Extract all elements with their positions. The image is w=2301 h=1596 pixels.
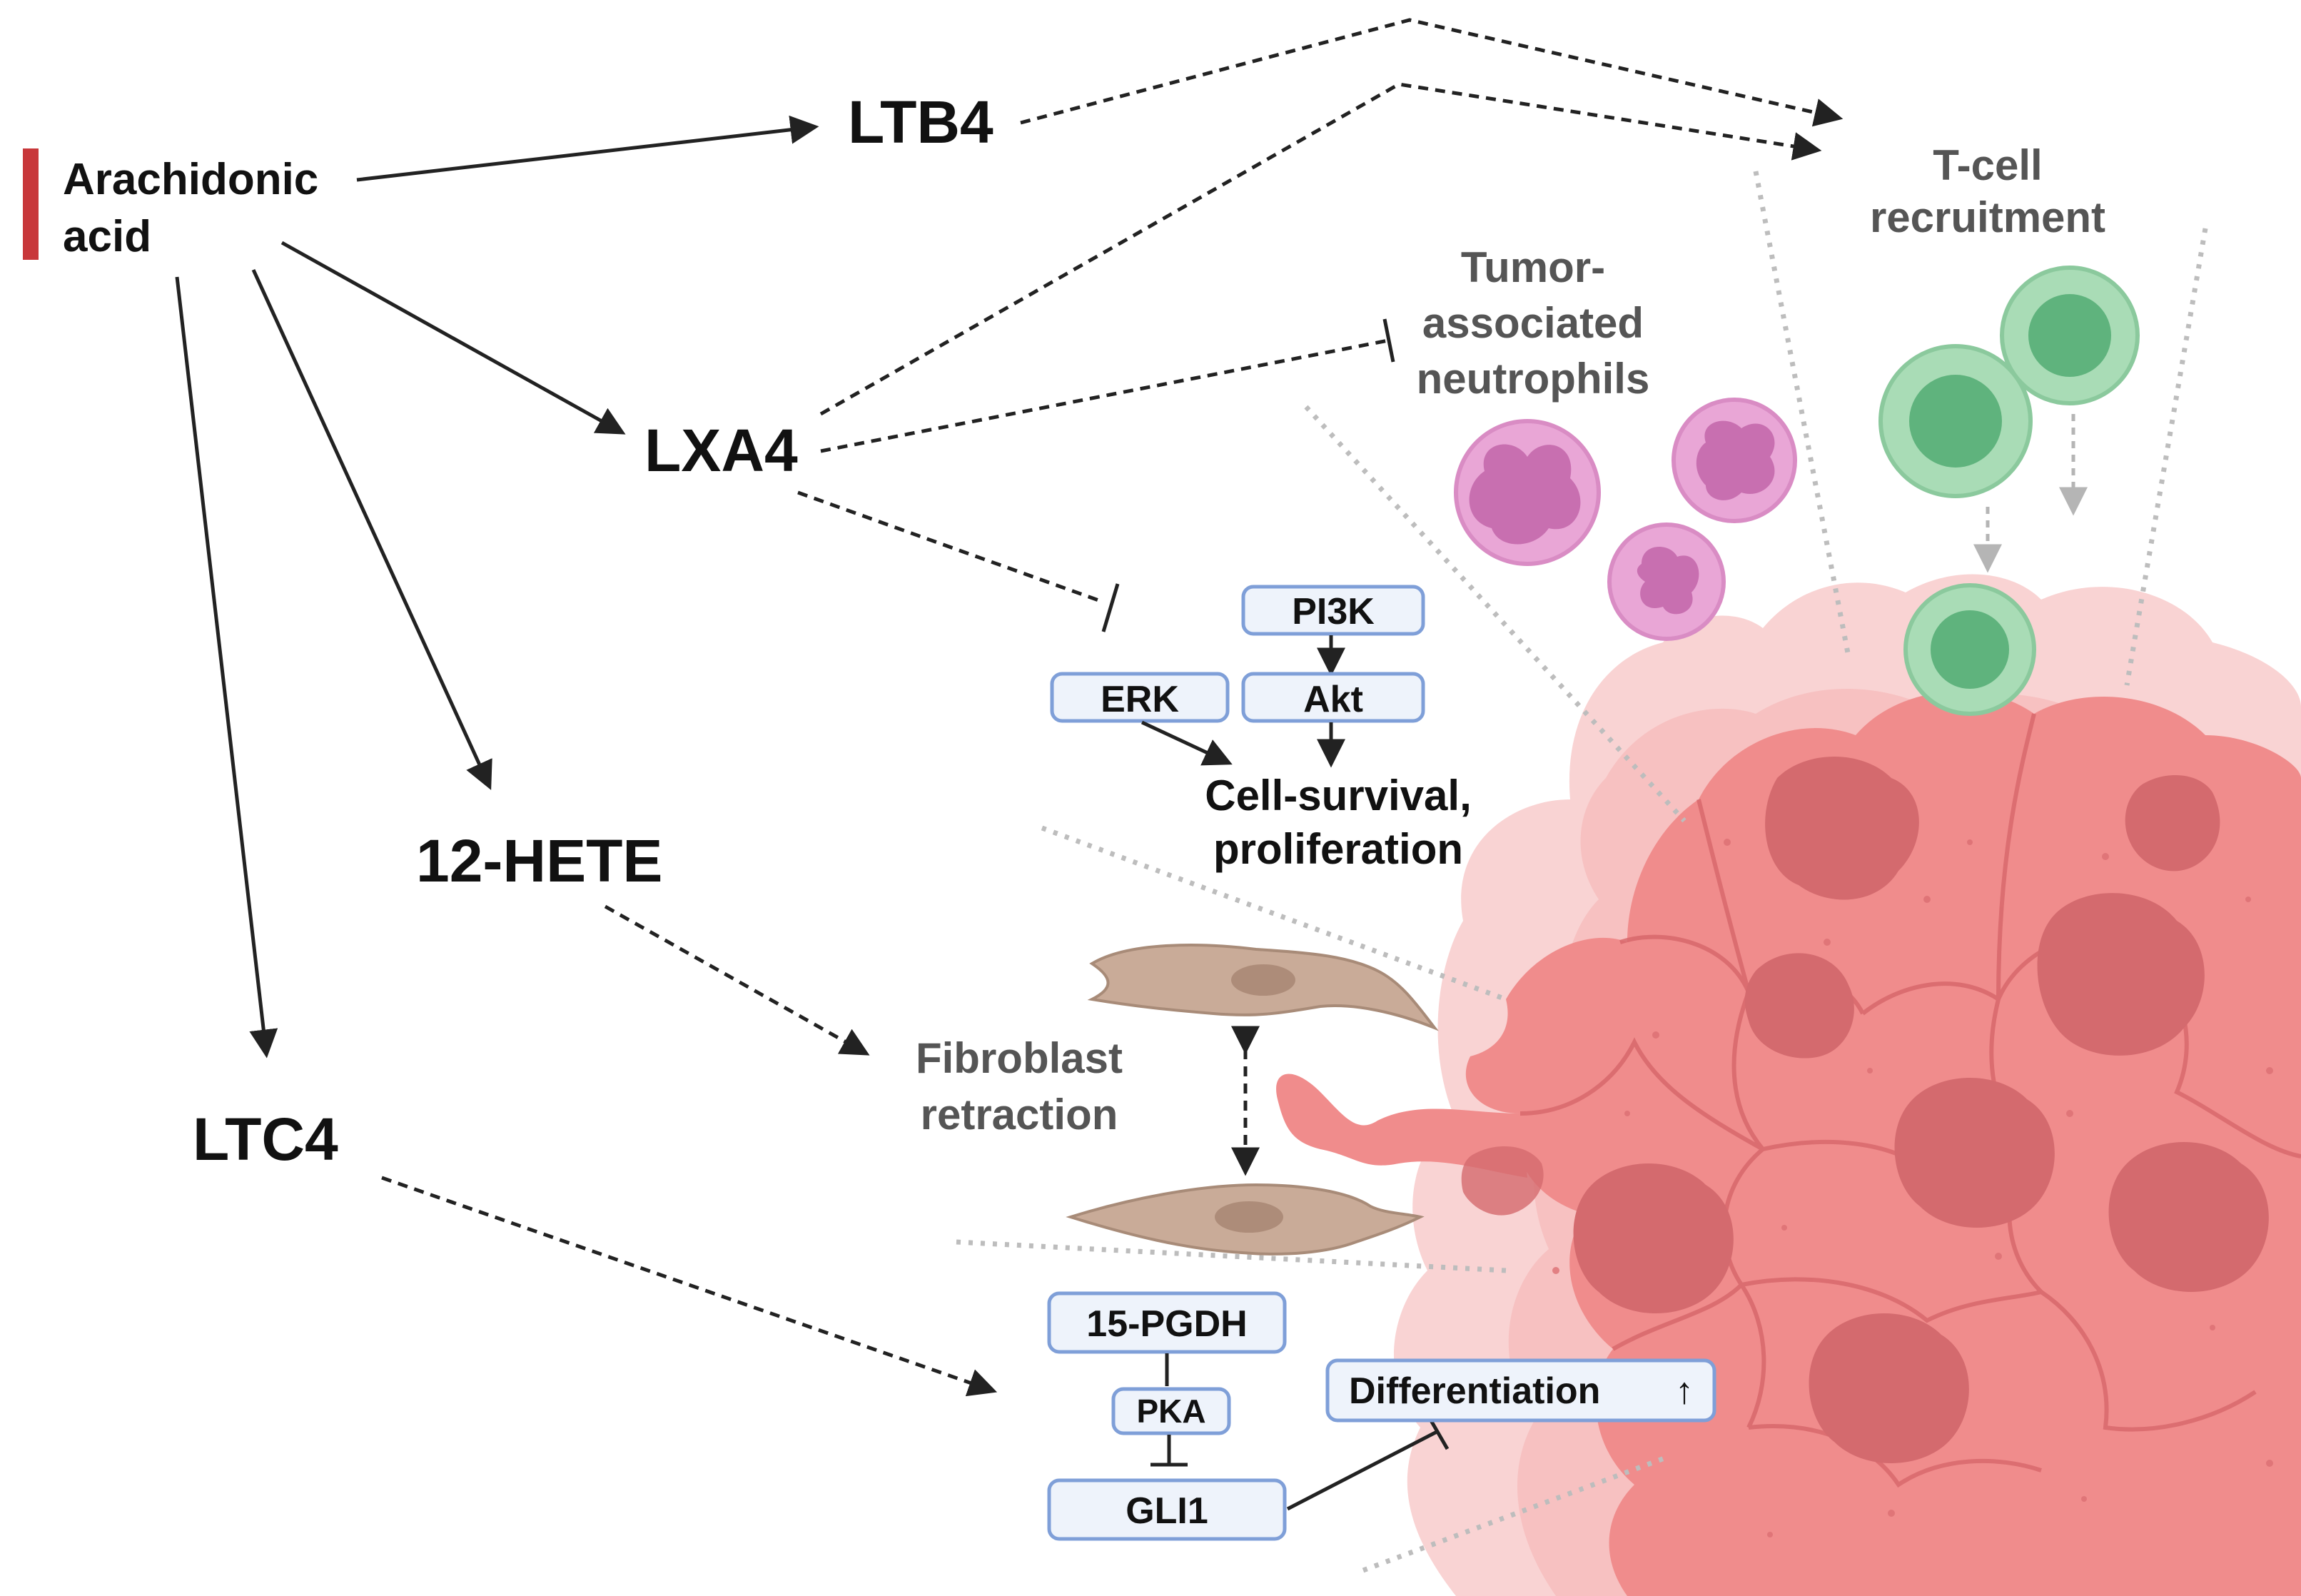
12-hete-to-fibroblast-arrow — [604, 904, 870, 1056]
up-arrow-icon: ↑ — [1675, 1370, 1694, 1412]
lxa4-inhibits-erk — [797, 490, 1101, 603]
erk-box: ERK — [1050, 672, 1230, 723]
neutrophil-3 — [1607, 522, 1726, 641]
zoom-guides — [956, 171, 2208, 1573]
arrow-to-ltc4 — [175, 276, 278, 1059]
t-cell-2 — [2000, 266, 2140, 405]
outcome-line1: Cell-survival, — [1205, 772, 1472, 819]
arrow-to-12-hete — [251, 268, 492, 790]
neutrophil-2 — [1672, 398, 1797, 523]
mediator-ltb4: LTB4 — [848, 89, 993, 156]
svg-text:Akt: Akt — [1303, 679, 1363, 720]
differentiation-box: Differentiation ↑ — [1325, 1358, 1716, 1423]
svg-text:15-PGDH: 15-PGDH — [1086, 1303, 1247, 1345]
ltc4-to-pgdh-arrow — [381, 1176, 998, 1397]
t-cell-1 — [1878, 344, 2033, 498]
neutrophil-cells — [1454, 398, 1797, 641]
mediator-lxa4: LXA4 — [644, 417, 798, 484]
pgdh-box: 15-PGDH — [1047, 1291, 1287, 1354]
gli1-box: GLI1 — [1047, 1478, 1287, 1541]
fibroblast-upper — [1087, 944, 1439, 1031]
fibroblast-cells — [1066, 944, 1439, 1256]
arrow-to-ltb4 — [356, 115, 819, 182]
svg-text:PKA: PKA — [1136, 1393, 1205, 1430]
fibroblast-label-line2: retraction — [921, 1091, 1118, 1138]
mediator-12-hete: 12-HETE — [416, 827, 662, 894]
outcome-line2: proliferation — [1213, 825, 1463, 873]
source-label-line2: acid — [63, 212, 151, 261]
tcell-label-line2: recruitment — [1870, 193, 2105, 241]
ltb4-to-tcell-arrow — [1020, 18, 1844, 127]
tumor-nuclei — [1461, 757, 2269, 1463]
arrow-to-lxa4 — [280, 241, 626, 435]
lxa4-inhibits-neutrophils — [820, 338, 1389, 453]
svg-text:GLI1: GLI1 — [1126, 1490, 1208, 1532]
pka-box: PKA — [1111, 1387, 1231, 1435]
neutrophil-label-line3: neutrophils — [1417, 355, 1650, 403]
pi3k-box: PI3K — [1241, 585, 1425, 636]
neutrophil-1 — [1454, 419, 1601, 566]
tcell-label-line1: T-cell — [1933, 141, 2042, 189]
svg-text:Differentiation: Differentiation — [1349, 1370, 1600, 1412]
neutrophil-label-line1: Tumor- — [1461, 243, 1605, 291]
lxa4-to-tcell-arrow — [819, 82, 1822, 416]
source-marker-bar — [23, 148, 39, 260]
neutrophil-label-line2: associated — [1422, 299, 1644, 347]
tumor-protrusion — [1276, 1074, 1527, 1178]
fibroblast-lower — [1066, 1183, 1425, 1256]
source-label-line1: Arachidonic — [63, 155, 318, 204]
svg-text:ERK: ERK — [1101, 679, 1179, 720]
gli1-inhibits-differentiation — [1286, 1429, 1440, 1511]
fibroblast-label-line1: Fibroblast — [916, 1034, 1123, 1082]
akt-box: Akt — [1241, 672, 1425, 723]
svg-text:PI3K: PI3K — [1292, 591, 1375, 632]
t-cell-3 — [1903, 583, 2036, 716]
tumor-mass — [1276, 574, 2301, 1596]
mediator-ltc4: LTC4 — [193, 1106, 338, 1173]
t-cells — [1878, 266, 2140, 716]
